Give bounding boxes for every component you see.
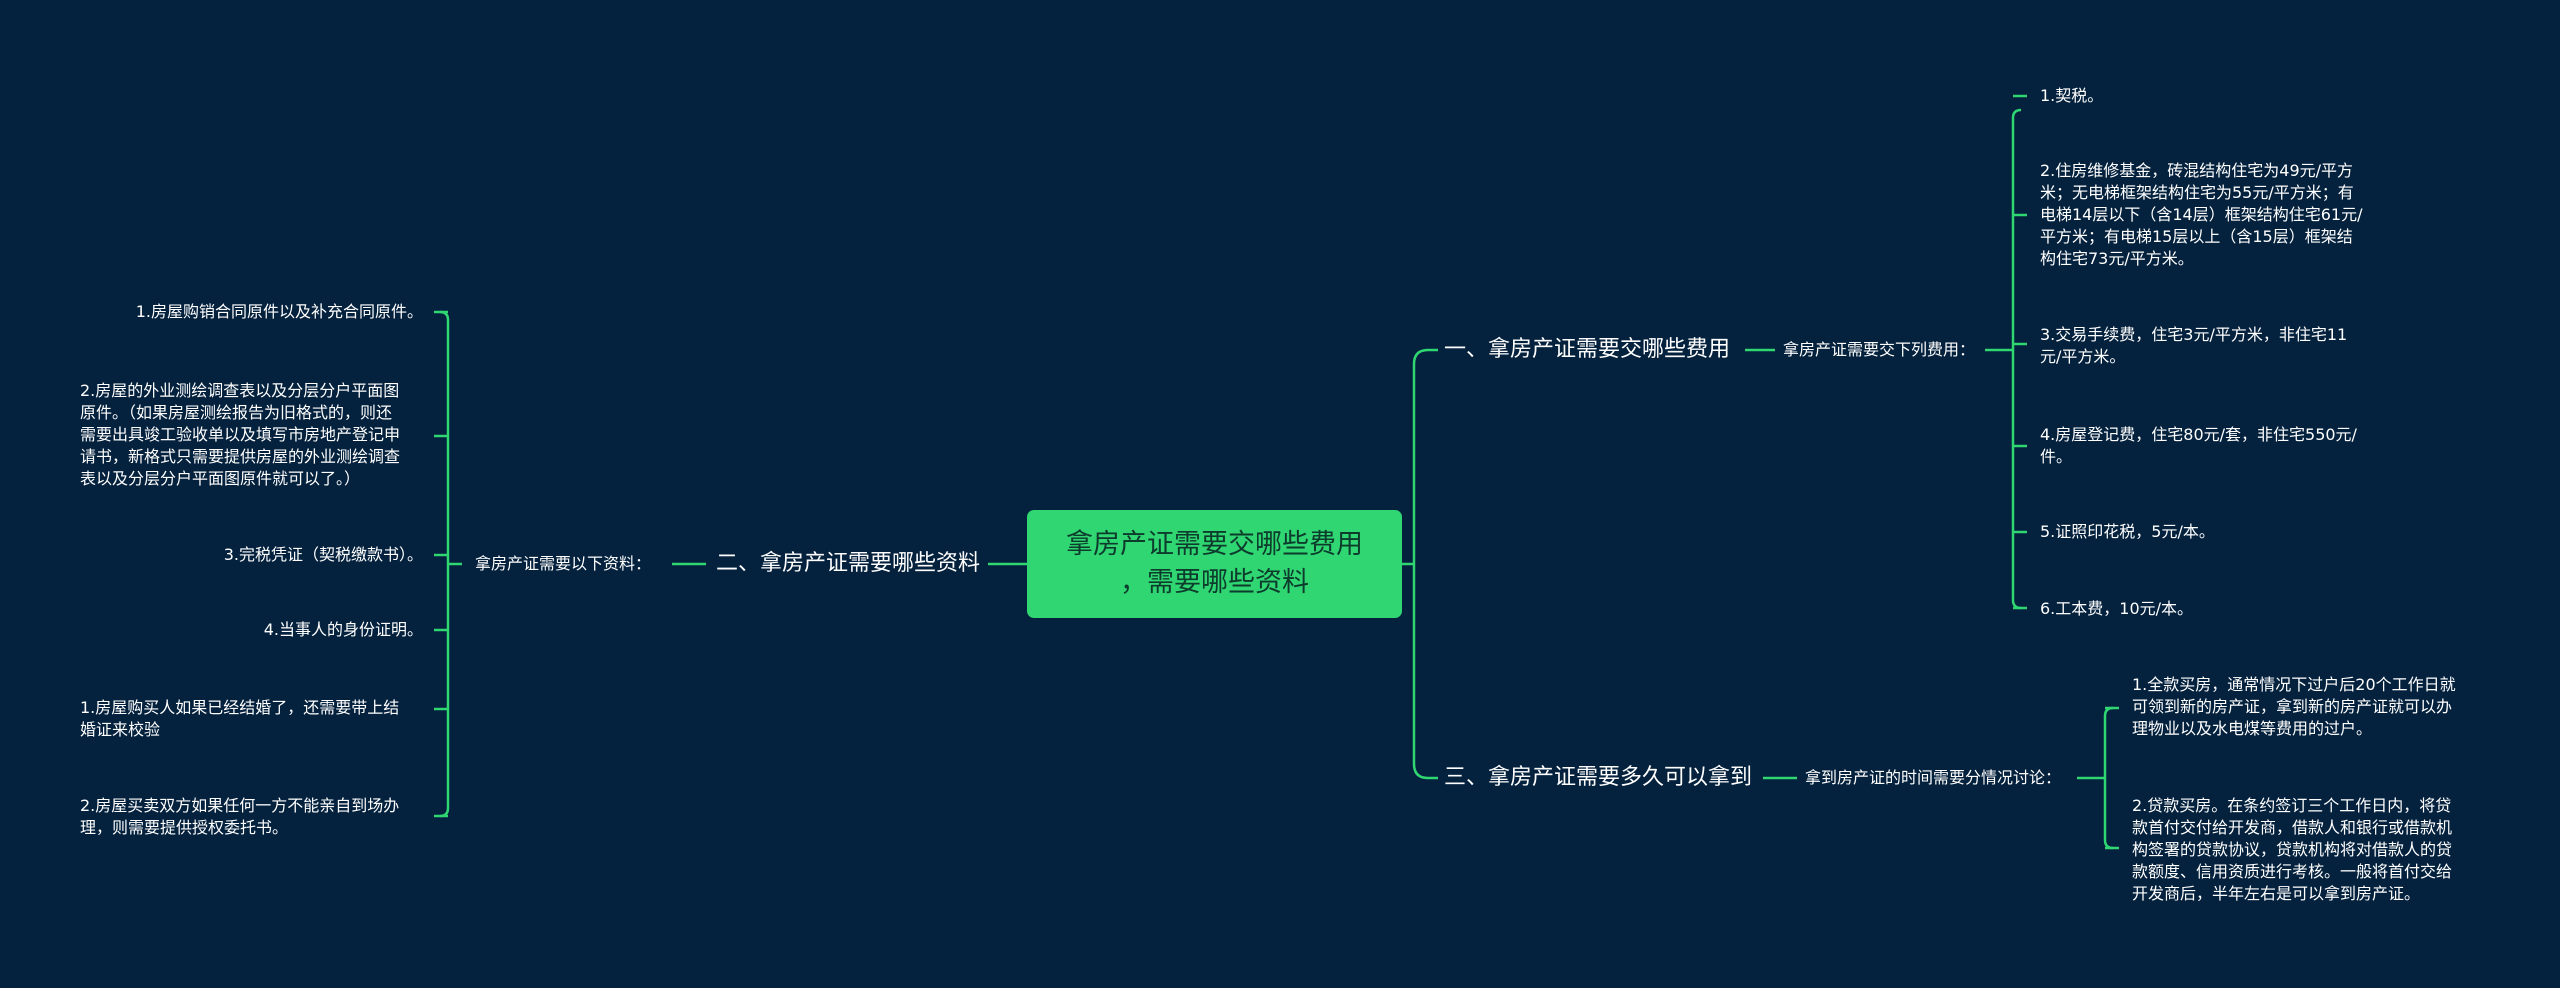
edge-root-fees [1402,348,1438,566]
branch-time-subtopic[interactable]: 拿到房产证的时间需要分情况讨论： [1805,768,2062,787]
branch-fees-subtopic[interactable]: 拿房产证需要交下列费用： [1783,340,1976,359]
fees-item-4[interactable]: 4.房屋登记费，住宅80元/套，非住宅550元/ 件。 [2040,425,2357,466]
docs-item-1[interactable]: 1.房屋购销合同原件以及补充合同原件。 [135,302,423,321]
fees-item-2[interactable]: 2.住房维修基金，砖混结构住宅为49元/平方 米；无电梯框架结构住宅为55元/平… [2040,161,2363,268]
fees-item-3[interactable]: 3.交易手续费，住宅3元/平方米，非住宅11 元/平方米。 [2040,325,2348,366]
edge-fees-items [1985,108,2022,610]
branch-fees-title[interactable]: 一、拿房产证需要交哪些费用 [1444,337,1731,362]
docs-item-5[interactable]: 1.房屋购买人如果已经结婚了，还需要带上结 婚证来校验 [80,698,400,739]
branch-time-title[interactable]: 三、拿房产证需要多久可以拿到 [1444,765,1753,790]
edge-time-items [2077,706,2114,850]
root-topic[interactable]: 拿房产证需要交哪些费用 ，需要哪些资料 [1027,510,1402,618]
docs-item-4[interactable]: 4.当事人的身份证明。 [263,620,423,639]
branch-docs-title[interactable]: 二、拿房产证需要哪些资料 [716,551,981,576]
fees-item-1[interactable]: 1.契税。 [2040,86,2104,105]
docs-item-6[interactable]: 2.房屋买卖双方如果任何一方不能亲自到场办 理，则需要提供授权委托书。 [80,796,400,837]
fees-item-6[interactable]: 6.工本费，10元/本。 [2040,599,2194,618]
docs-item-3[interactable]: 3.完税凭证（契税缴款书）。 [223,545,423,564]
edge-docs-items [439,310,462,818]
time-item-1[interactable]: 1.全款买房，通常情况下过户后20个工作日就 可领到新的房产证，拿到新的房产证就… [2132,675,2456,738]
edge-root-time [1412,564,1438,780]
branch-docs-subtopic[interactable]: 拿房产证需要以下资料： [475,554,652,573]
fees-item-5[interactable]: 5.证照印花税，5元/本。 [2040,522,2215,541]
docs-item-2[interactable]: 2.房屋的外业测绘调查表以及分层分户平面图 原件。（如果房屋测绘报告为旧格式的，… [80,381,401,488]
time-item-2[interactable]: 2.贷款买房。在条约签订三个工作日内，将贷 款首付交付给开发商，借款人和银行或借… [2132,796,2453,903]
